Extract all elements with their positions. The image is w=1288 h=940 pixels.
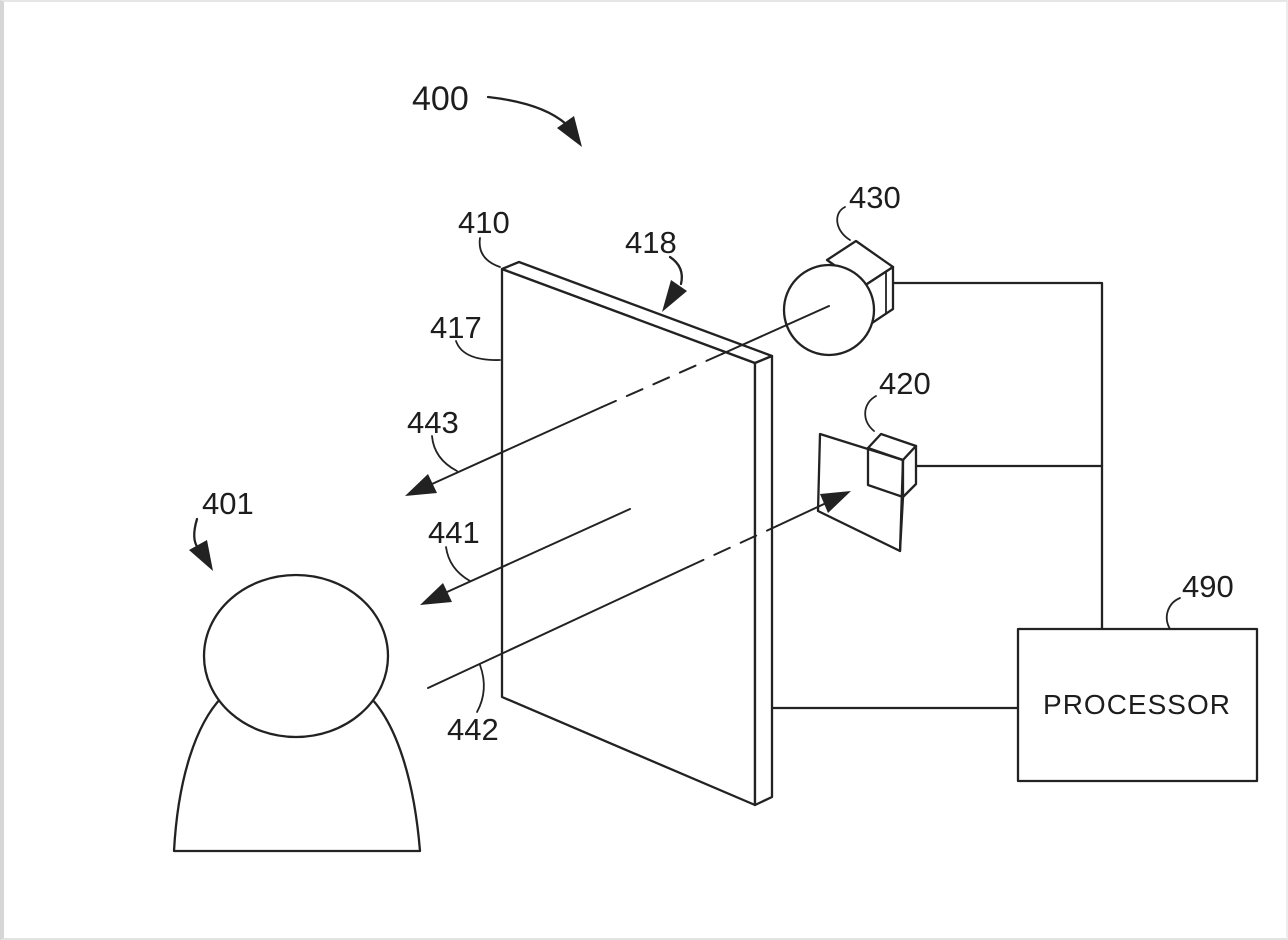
ray-442 [427, 491, 851, 689]
ref-leader-417 [455, 340, 501, 361]
ray-442-solid-lower [427, 566, 689, 689]
ray-443-dashed [601, 353, 723, 408]
ref-label-400: 400 [412, 80, 469, 118]
ref-label-442: 442 [447, 712, 499, 747]
ray-442-arrowhead [820, 491, 851, 513]
ref-leader-430 [836, 206, 851, 241]
ref-label-420: 420 [879, 366, 931, 401]
ray-441 [420, 508, 631, 605]
ref-label-441: 441 [428, 515, 480, 550]
ray-443-solid-lower [431, 406, 603, 485]
camera-lens [782, 263, 876, 357]
ref-arrow-400-curve [486, 95, 568, 126]
projector-horn-edge [898, 495, 905, 553]
person-head [202, 573, 390, 739]
person-figure [172, 573, 422, 853]
ray-441-solid [446, 508, 631, 593]
ref-label-490: 490 [1182, 569, 1234, 604]
ref-leader-443 [431, 435, 458, 472]
ray-443-arrowhead [405, 474, 437, 496]
reference-annotations: 400 401 410 417 418 443 441 442 430 420 [189, 80, 1234, 747]
ref-arrow-400-head [557, 116, 582, 147]
ref-leader-442 [476, 664, 485, 713]
processor-rect [1016, 627, 1259, 783]
ray-443 [405, 305, 830, 496]
ref-label-430: 430 [849, 180, 901, 215]
ref-arrow-418-curve [668, 255, 683, 286]
processor-box: PROCESSOR [1016, 627, 1259, 783]
ref-leader-410 [478, 237, 501, 268]
ref-leader-490 [1166, 597, 1181, 630]
ref-leader-420 [864, 395, 877, 432]
ref-label-401: 401 [202, 486, 254, 521]
display-panel [500, 260, 774, 807]
projector-device [816, 432, 918, 553]
wiring [770, 281, 1104, 710]
ray-442-solid-upper [776, 503, 825, 527]
ref-label-418: 418 [625, 225, 677, 260]
camera-device [782, 239, 895, 357]
ref-arrow-401-head [189, 540, 213, 571]
ray-442-dashed [687, 525, 778, 568]
ref-label-410: 410 [458, 205, 510, 240]
ref-label-417: 417 [430, 310, 482, 345]
ray-443-solid-upper [721, 305, 830, 355]
ref-leader-441 [445, 546, 471, 582]
wire-camera-to-processor [891, 281, 1104, 631]
panel-right-edge [753, 354, 774, 807]
processor-label: PROCESSOR [1043, 689, 1231, 720]
ref-arrow-418-head [662, 280, 687, 312]
ref-label-443: 443 [407, 405, 459, 440]
light-rays [405, 305, 851, 689]
ray-441-arrowhead [420, 583, 452, 605]
ref-arrow-401-curve [193, 517, 200, 550]
